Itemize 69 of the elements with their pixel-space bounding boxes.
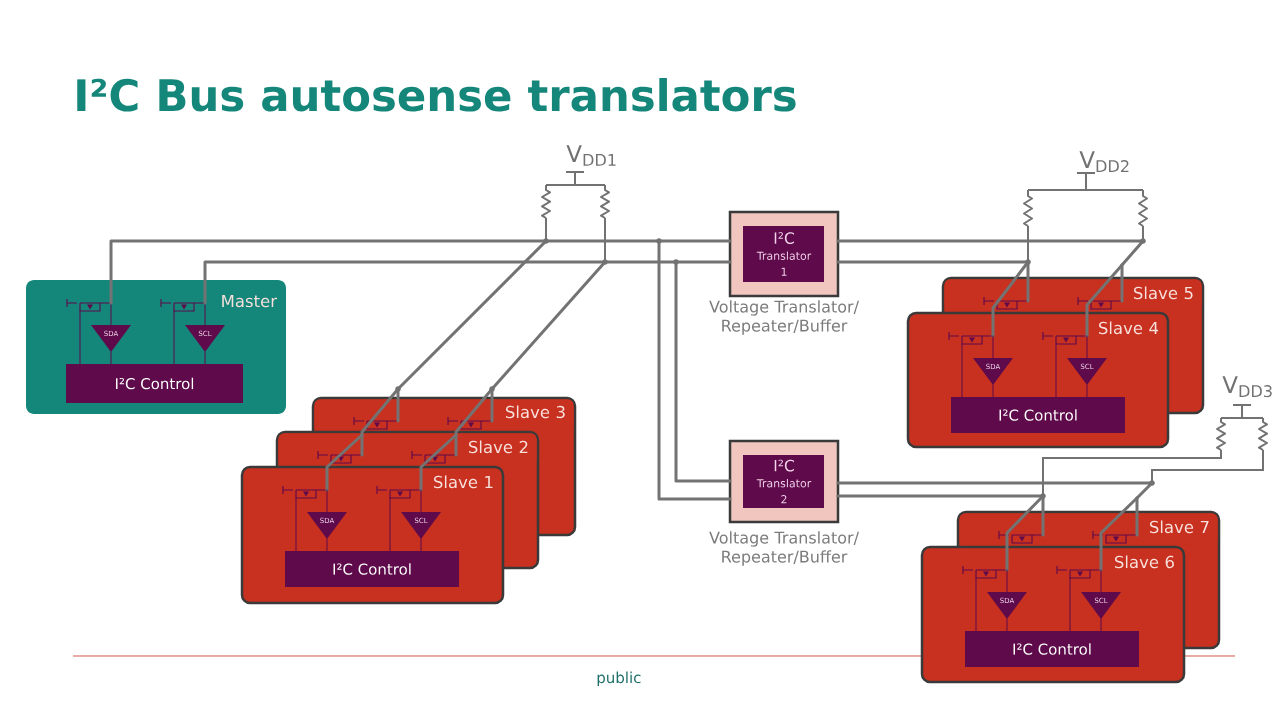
circuit-wire bbox=[420, 489, 422, 513]
circuit-wire bbox=[389, 497, 391, 552]
transistor-symbol bbox=[447, 416, 493, 430]
circuit-wire bbox=[975, 577, 977, 632]
title: I²C Bus autosense translators bbox=[77, 78, 796, 112]
transistor-symbol bbox=[948, 331, 994, 345]
circuit-wire bbox=[1069, 577, 1071, 632]
footer-text: public bbox=[597, 671, 641, 687]
bus-line bbox=[1085, 263, 1124, 338]
circuit-wire bbox=[110, 302, 112, 326]
caption-text: Voltage Translator/ Repeater/Buffer bbox=[709, 531, 859, 566]
supply-label: V$_{DD3}$ bbox=[1222, 376, 1272, 398]
circuit-wire bbox=[1100, 618, 1102, 632]
transistor-symbol bbox=[998, 530, 1044, 544]
control-block: I²C Control bbox=[285, 551, 459, 587]
transistor-symbol bbox=[282, 485, 328, 499]
transistor-symbol bbox=[983, 296, 1029, 310]
bus-line bbox=[1135, 496, 1139, 537]
bus-line bbox=[325, 433, 364, 492]
circuit-wire bbox=[79, 310, 81, 365]
bus-line bbox=[490, 260, 607, 391]
transistor-symbol bbox=[1077, 296, 1123, 310]
transistor-symbol bbox=[962, 565, 1008, 579]
transistor-symbol bbox=[66, 298, 112, 312]
circuit-wire bbox=[1100, 569, 1102, 593]
circuit-wire bbox=[1086, 384, 1088, 398]
control-block: I²C Control bbox=[66, 364, 243, 403]
transistor-symbol bbox=[1042, 331, 1088, 345]
bus-line bbox=[454, 387, 494, 437]
transistor-symbol bbox=[1056, 565, 1102, 579]
circuit-wire bbox=[992, 384, 994, 398]
circuit-wire bbox=[1086, 335, 1088, 359]
bus-line bbox=[454, 433, 458, 457]
transistor-symbol bbox=[317, 450, 363, 464]
circuit-wire bbox=[1006, 618, 1008, 632]
supply-label: V$_{DD2}$ bbox=[1079, 151, 1129, 172]
control-block: I²C Control bbox=[951, 397, 1125, 433]
circuit-wire bbox=[204, 351, 206, 365]
control-block: I²C Control bbox=[965, 631, 1139, 667]
transistor-symbol bbox=[353, 416, 399, 430]
circuit-wire bbox=[326, 489, 328, 513]
bus-line bbox=[419, 433, 458, 492]
transistor-symbol bbox=[376, 485, 422, 499]
circuit-wire bbox=[420, 538, 422, 552]
circuit-wire bbox=[110, 351, 112, 365]
bus-line bbox=[836, 481, 1154, 500]
circuit-wire bbox=[1055, 343, 1057, 398]
circuit-wire bbox=[173, 310, 175, 365]
supply-label: V$_{DD1}$ bbox=[566, 145, 616, 166]
bus-line bbox=[1099, 496, 1139, 572]
circuit-wire bbox=[326, 538, 328, 552]
bus-line bbox=[1120, 263, 1124, 303]
bus-line bbox=[1005, 494, 1045, 572]
circuit-wire bbox=[295, 497, 297, 552]
circuit-wire bbox=[204, 302, 206, 326]
transistor-symbol bbox=[411, 450, 457, 464]
circuit-wire bbox=[1006, 569, 1008, 593]
bus-line bbox=[360, 387, 400, 437]
translator-chip: I²C Translator 1 bbox=[728, 210, 840, 298]
transistor-symbol bbox=[160, 298, 206, 312]
bus-line bbox=[396, 239, 548, 391]
bus-line bbox=[360, 433, 364, 457]
circuit-wire bbox=[992, 335, 994, 359]
transistor-symbol bbox=[1092, 530, 1138, 544]
bus-line bbox=[836, 239, 1145, 267]
bus-line bbox=[991, 260, 1030, 338]
circuit-wire bbox=[961, 343, 963, 398]
caption-text: Voltage Translator/ Repeater/Buffer bbox=[709, 300, 859, 335]
translator-chip: I²C Translator 2 bbox=[728, 439, 840, 524]
